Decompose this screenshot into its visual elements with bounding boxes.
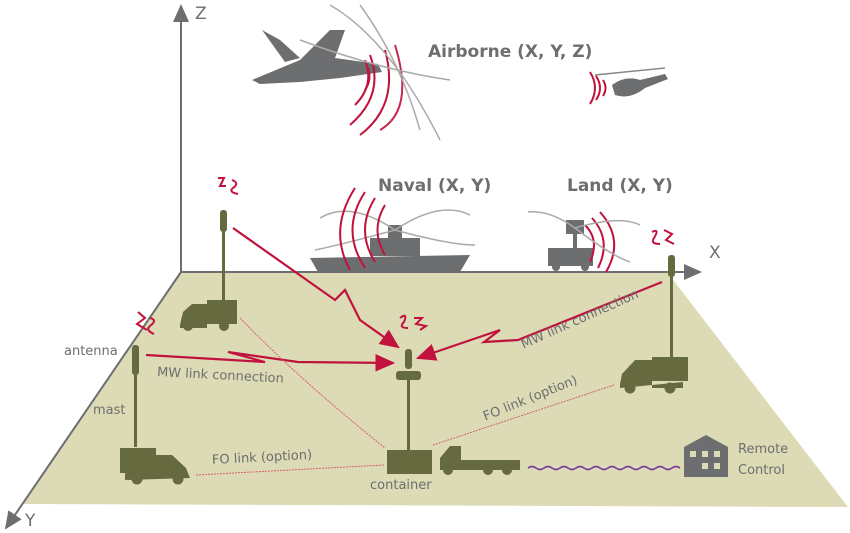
remote-label-line2: Control [738, 463, 785, 478]
y-axis-label: Y [25, 511, 36, 531]
airborne-label: Airborne (X, Y, Z) [428, 42, 593, 62]
mast-label: mast [93, 403, 126, 418]
remote-link-line [527, 465, 681, 471]
ground-plane [22, 272, 848, 507]
land-label: Land (X, Y) [567, 176, 673, 196]
airborne-radar-waves [299, 4, 451, 141]
fighter-jet-icon [252, 30, 382, 84]
y-axis [4, 271, 182, 530]
container-label: container [370, 478, 432, 493]
remote-label-line1: Remote [738, 442, 789, 457]
naval-ship-icon [310, 187, 476, 272]
central-antenna-container [387, 349, 432, 474]
mast-truck-top-left [180, 210, 237, 331]
mast-truck-left [120, 345, 190, 485]
signal-symbol-icon [135, 177, 675, 335]
mast-truck-right [620, 255, 688, 394]
tractor-truck [440, 446, 520, 475]
remote-control-building-icon [684, 435, 728, 477]
mw-link-arrows [145, 227, 663, 372]
land-radar-truck-icon [527, 211, 641, 273]
antenna-label: antenna [64, 344, 118, 359]
naval-label: Naval (X, Y) [378, 176, 492, 196]
helicopter-icon [589, 67, 668, 105]
fo-link-lines [195, 317, 615, 476]
z-axis-label: Z [195, 4, 207, 24]
x-axis-label: X [709, 243, 721, 263]
